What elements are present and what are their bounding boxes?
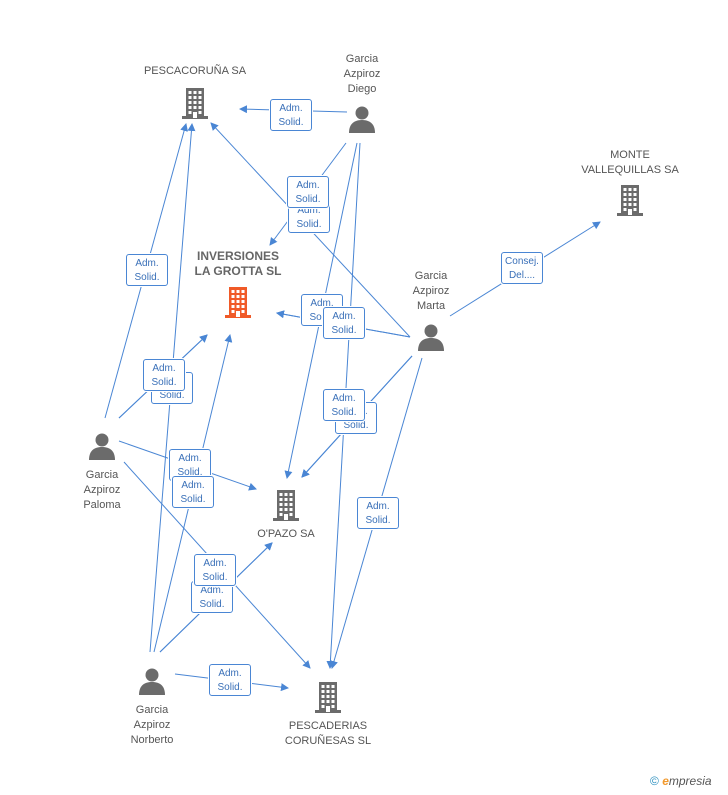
person-icon[interactable] xyxy=(137,666,167,696)
building-icon[interactable] xyxy=(615,183,645,217)
building-icon[interactable] xyxy=(180,86,210,120)
edge-label-paloma-to-pescacoruna[interactable]: Adm. Solid. xyxy=(126,254,168,286)
node-name: Garcia Azpiroz Diego xyxy=(343,53,381,95)
edge-label-marta-to-opazo[interactable]: Adm. Solid. xyxy=(323,389,365,421)
node-name: PESCADERIAS CORUÑESAS SL xyxy=(284,720,372,747)
edge-label-paloma-to-grotta[interactable]: Adm. Solid. xyxy=(143,359,185,391)
node-label-monte[interactable]: MONTE VALLEQUILLAS SA xyxy=(560,148,700,178)
edge-label-norberto-to-opazo[interactable]: Adm. Solid. xyxy=(194,554,236,586)
node-label-pescaderias[interactable]: PESCADERIAS CORUÑESAS SL xyxy=(258,719,398,749)
node-name: Garcia Azpiroz Paloma xyxy=(83,469,121,511)
node-name: PESCACORUÑA SA xyxy=(143,65,247,77)
person-icon[interactable] xyxy=(347,104,377,134)
node-label-pescacoruna[interactable]: PESCACORUÑA SA xyxy=(125,64,265,79)
edge-label-marta-to-monte[interactable]: Consej. Del.... xyxy=(501,252,543,284)
footer-credit: © empresia xyxy=(650,774,712,788)
edge-label-norberto-to-grotta[interactable]: Adm. Solid. xyxy=(172,476,214,508)
copyright-symbol: © xyxy=(650,774,659,788)
node-name: Garcia Azpiroz Norberto xyxy=(130,704,174,746)
edge-label-marta-to-pescacoruna[interactable]: Adm. Solid. xyxy=(287,176,329,208)
edge-label-paloma-to-opazo[interactable]: Adm. Solid. xyxy=(169,449,211,481)
building-icon[interactable] xyxy=(223,285,253,319)
person-icon[interactable] xyxy=(87,431,117,461)
node-label-opazo[interactable]: O'PAZO SA xyxy=(216,527,356,542)
node-label-paloma[interactable]: Garcia Azpiroz Paloma xyxy=(32,468,172,513)
node-label-marta[interactable]: Garcia Azpiroz Marta xyxy=(361,269,501,314)
node-label-grotta[interactable]: INVERSIONES LA GROTTA SL xyxy=(168,249,308,279)
person-icon[interactable] xyxy=(416,322,446,352)
building-icon[interactable] xyxy=(313,680,343,714)
edge-label-diego-to-pescacoruna[interactable]: Adm. Solid. xyxy=(270,99,312,131)
node-label-norberto[interactable]: Garcia Azpiroz Norberto xyxy=(82,703,222,748)
node-name: MONTE VALLEQUILLAS SA xyxy=(581,149,679,176)
edge-label-marta-to-pescaderias[interactable]: Adm. Solid. xyxy=(357,497,399,529)
node-name: Garcia Azpiroz Marta xyxy=(412,270,450,312)
node-name: O'PAZO SA xyxy=(257,528,315,540)
node-name: INVERSIONES LA GROTTA SL xyxy=(194,249,282,278)
brand-logo: empresia xyxy=(662,774,712,788)
node-label-diego[interactable]: Garcia Azpiroz Diego xyxy=(292,52,432,97)
building-icon[interactable] xyxy=(271,488,301,522)
edge-label-norberto-to-pescaderias[interactable]: Adm. Solid. xyxy=(209,664,251,696)
edge-label-marta-to-grotta[interactable]: Adm. Solid. xyxy=(323,307,365,339)
